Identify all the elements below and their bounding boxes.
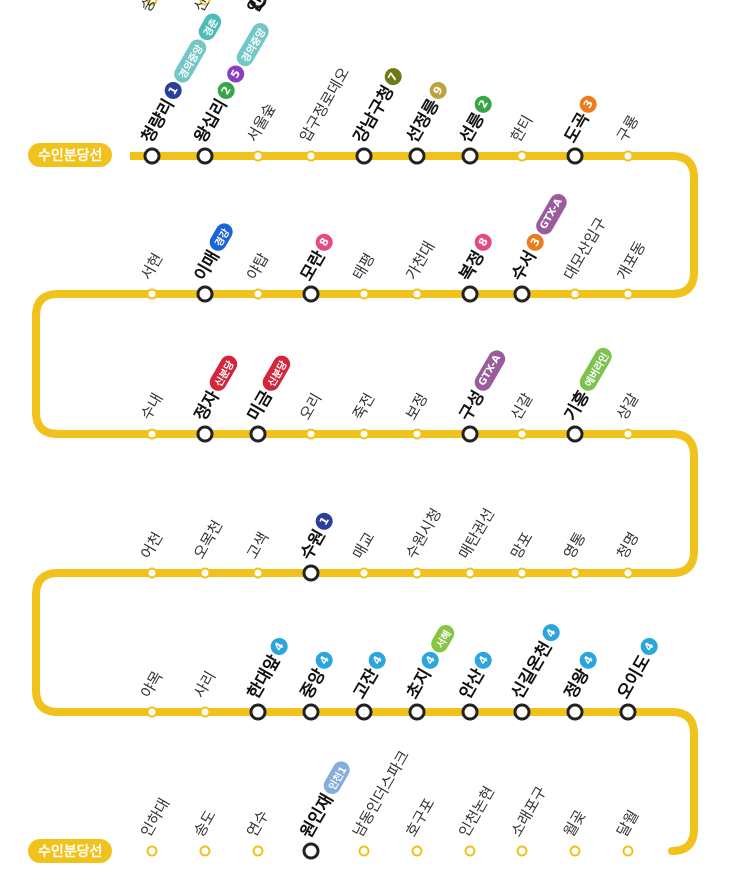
station-marker[interactable]	[252, 150, 264, 162]
station-marker[interactable]	[516, 845, 528, 857]
transfer-station-marker[interactable]	[461, 703, 479, 721]
transfer-station-marker[interactable]	[566, 147, 584, 165]
transfer-station-marker[interactable]	[196, 147, 214, 165]
transfer-station-marker[interactable]	[461, 285, 479, 303]
transfer-station-marker[interactable]	[355, 147, 373, 165]
station-marker[interactable]	[146, 288, 158, 300]
transfer-station-marker[interactable]	[566, 703, 584, 721]
transfer-station-marker[interactable]	[408, 147, 426, 165]
transfer-station-marker[interactable]	[249, 703, 267, 721]
transfer-station-marker[interactable]	[302, 703, 320, 721]
start-terminal-pill: 수인분당선	[28, 143, 113, 167]
transfer-station-marker[interactable]	[619, 703, 637, 721]
station-marker[interactable]	[411, 288, 423, 300]
station-marker[interactable]	[622, 428, 634, 440]
station-marker[interactable]	[411, 428, 423, 440]
station-marker[interactable]	[464, 567, 476, 579]
station-marker[interactable]	[358, 845, 370, 857]
transfer-station-marker[interactable]	[566, 425, 584, 443]
station-marker[interactable]	[516, 428, 528, 440]
station-marker[interactable]	[569, 567, 581, 579]
station-marker[interactable]	[464, 845, 476, 857]
station-marker[interactable]	[358, 288, 370, 300]
transfer-station-marker[interactable]	[513, 285, 531, 303]
transfer-station-marker[interactable]	[302, 285, 320, 303]
station-marker[interactable]	[199, 845, 211, 857]
station-marker[interactable]	[305, 150, 317, 162]
transfer-station-marker[interactable]	[249, 0, 267, 9]
transfer-station-marker[interactable]	[302, 564, 320, 582]
transfer-station-marker[interactable]	[461, 147, 479, 165]
end-terminal-pill: 수인분당선	[28, 839, 113, 863]
transfer-station-marker[interactable]	[513, 703, 531, 721]
station-marker[interactable]	[252, 567, 264, 579]
station-marker[interactable]	[146, 567, 158, 579]
transfer-station-marker[interactable]	[196, 425, 214, 443]
transfer-station-marker[interactable]	[302, 842, 320, 860]
station-marker[interactable]	[622, 288, 634, 300]
station-marker[interactable]	[411, 567, 423, 579]
station-marker[interactable]	[516, 567, 528, 579]
station-marker[interactable]	[569, 288, 581, 300]
station-marker[interactable]	[146, 428, 158, 440]
station-marker[interactable]	[516, 150, 528, 162]
transfer-station-marker[interactable]	[249, 425, 267, 443]
station-marker[interactable]	[146, 706, 158, 718]
station-marker[interactable]	[569, 845, 581, 857]
station-marker[interactable]	[622, 150, 634, 162]
line-track-path	[32, 152, 698, 855]
station-marker[interactable]	[199, 706, 211, 718]
station-marker[interactable]	[622, 845, 634, 857]
station-marker[interactable]	[358, 567, 370, 579]
transfer-station-marker[interactable]	[355, 703, 373, 721]
station-marker[interactable]	[252, 845, 264, 857]
station-marker[interactable]	[305, 428, 317, 440]
station-marker[interactable]	[411, 845, 423, 857]
station-marker[interactable]	[358, 428, 370, 440]
transfer-station-marker[interactable]	[408, 703, 426, 721]
transfer-station-marker[interactable]	[143, 147, 161, 165]
station-marker[interactable]	[199, 567, 211, 579]
transfer-station-marker[interactable]	[196, 285, 214, 303]
station-marker[interactable]	[146, 845, 158, 857]
station-marker[interactable]	[199, 0, 211, 6]
station-marker[interactable]	[252, 288, 264, 300]
station-marker[interactable]	[146, 0, 158, 6]
station-marker[interactable]	[622, 567, 634, 579]
transfer-station-marker[interactable]	[461, 425, 479, 443]
